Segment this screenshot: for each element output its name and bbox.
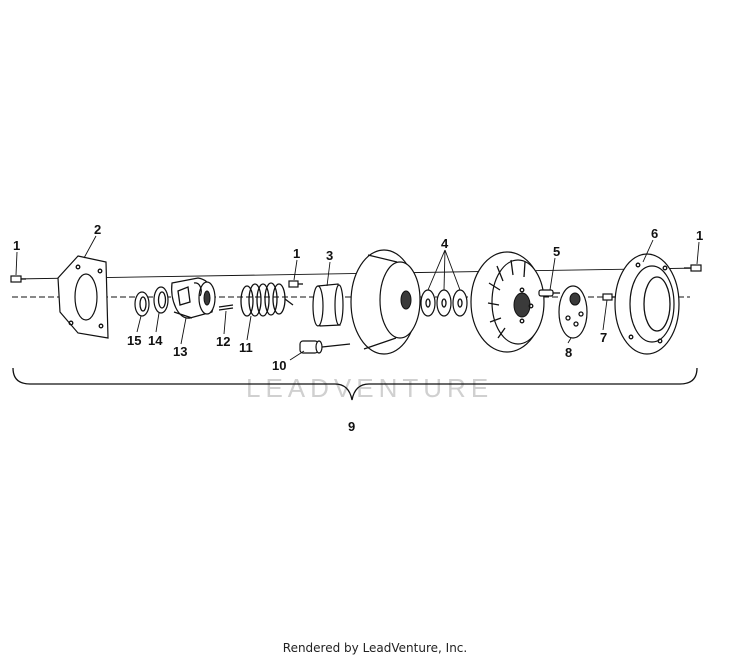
washer-stack[interactable] — [420, 289, 468, 317]
callout-11: 11 — [239, 340, 253, 355]
bushing-sleeve[interactable] — [312, 283, 344, 327]
cover-plate[interactable] — [57, 255, 109, 339]
callout-1-right: 1 — [696, 228, 703, 243]
callout-8: 8 — [565, 345, 572, 360]
flanged-cover[interactable] — [614, 253, 680, 355]
snap-ring[interactable] — [134, 291, 150, 317]
callout-6: 6 — [651, 226, 658, 241]
watermark-text: LEADVENTURE — [246, 373, 493, 403]
callout-7: 7 — [600, 330, 607, 345]
assembly-bracket — [12, 367, 698, 401]
sheave-pin[interactable] — [538, 289, 560, 297]
callout-1-left: 1 — [13, 238, 20, 253]
callout-3: 3 — [326, 248, 333, 263]
pin[interactable] — [218, 304, 234, 311]
moveable-sheave[interactable] — [470, 251, 545, 353]
callout-5: 5 — [553, 244, 560, 259]
sheave-disc[interactable] — [350, 249, 421, 355]
washer[interactable] — [153, 286, 169, 314]
footer-credit: Rendered by LeadVenture, Inc. — [282, 641, 468, 655]
callout-9: 9 — [348, 419, 355, 434]
spring[interactable] — [240, 282, 294, 317]
callout-2: 2 — [94, 222, 101, 237]
cam-assembly[interactable] — [171, 277, 216, 319]
leader-lines — [15, 235, 700, 361]
bolt-left[interactable] — [10, 275, 26, 283]
callout-13: 13 — [173, 344, 187, 359]
callout-15: 15 — [127, 333, 141, 348]
callout-4: 4 — [441, 236, 449, 251]
bolt-middle[interactable] — [288, 280, 303, 288]
callout-1-middle: 1 — [293, 246, 300, 261]
roller[interactable] — [299, 340, 351, 354]
callout-14: 14 — [148, 333, 163, 348]
callout-12: 12 — [216, 334, 230, 349]
spider[interactable] — [558, 285, 588, 339]
bolt-right[interactable] — [684, 264, 702, 272]
callout-10: 10 — [272, 358, 286, 373]
